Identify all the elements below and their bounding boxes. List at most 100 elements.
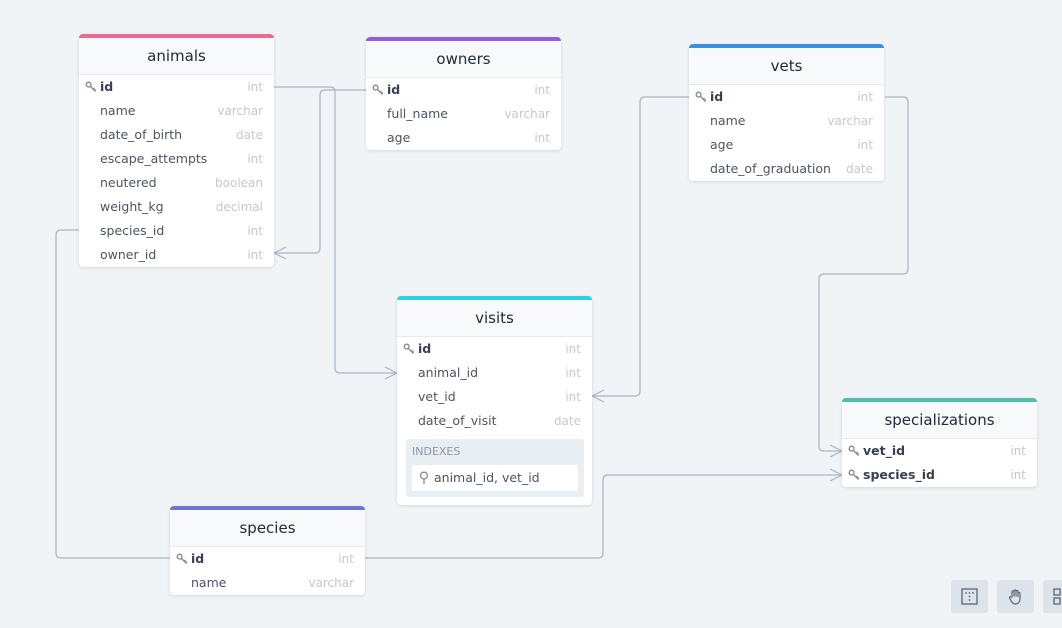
index-row[interactable]: animal_id, vet_id <box>412 465 578 491</box>
field-type: int <box>534 83 550 97</box>
field-name: neutered <box>100 175 157 190</box>
crowfoot-visits-vet <box>591 389 605 403</box>
table-field-animals-2[interactable]: date_of_birth date <box>79 123 274 147</box>
index-icon <box>419 471 429 484</box>
field-type: int <box>247 152 263 166</box>
fit-view-button[interactable] <box>951 580 988 613</box>
field-type: date <box>553 414 581 428</box>
table-field-owners-0[interactable]: id int <box>366 78 561 102</box>
table-field-vets-1[interactable]: name varchar <box>689 109 884 133</box>
field-type: int <box>338 552 354 566</box>
field-type: int <box>247 224 263 238</box>
table-field-animals-4[interactable]: neutered boolean <box>79 171 274 195</box>
table-color-bar <box>170 506 365 510</box>
table-field-specializations-1[interactable]: species_id int <box>842 463 1037 487</box>
table-header[interactable]: animals <box>79 38 274 75</box>
primary-key-icon <box>403 343 415 354</box>
field-name: id <box>710 89 724 104</box>
table-color-bar <box>397 296 592 300</box>
table-header[interactable]: species <box>170 510 365 547</box>
field-name: species_id <box>100 223 165 238</box>
table-field-animals-6[interactable]: species_id int <box>79 219 274 243</box>
crowfoot-visits-animal <box>384 366 398 380</box>
primary-key-icon <box>176 553 188 564</box>
crowfoot-specializations-species <box>829 468 843 482</box>
field-name: escape_attempts <box>100 151 208 166</box>
layout-button[interactable] <box>1043 580 1062 613</box>
table-species[interactable]: species id int name varchar <box>170 506 365 595</box>
crowfoot-specializations-vet <box>829 444 843 458</box>
table-field-visits-2[interactable]: vet_id int <box>397 385 592 409</box>
table-field-vets-2[interactable]: age int <box>689 133 884 157</box>
table-header[interactable]: specializations <box>842 402 1037 439</box>
field-type: int <box>857 138 873 152</box>
field-name: age <box>710 137 734 152</box>
table-field-species-1[interactable]: name varchar <box>170 571 365 595</box>
primary-key-icon <box>372 84 384 95</box>
field-name: name <box>710 113 746 128</box>
field-type: int <box>247 80 263 94</box>
field-name: vet_id <box>418 389 456 404</box>
table-field-visits-3[interactable]: date_of_visit date <box>397 409 592 433</box>
pan-hand-button[interactable] <box>997 580 1034 613</box>
field-type: varchar <box>217 104 263 118</box>
primary-key-icon <box>848 445 860 456</box>
field-name: full_name <box>387 106 448 121</box>
field-name: id <box>191 551 205 566</box>
table-header[interactable]: owners <box>366 41 561 78</box>
edge-vets-visits <box>592 96 689 397</box>
field-name: species_id <box>863 467 935 482</box>
edge-species-animals <box>55 229 170 559</box>
field-type: int <box>565 390 581 404</box>
field-type: boolean <box>215 176 263 190</box>
field-name: date_of_birth <box>100 127 183 142</box>
pan-hand-icon <box>1008 589 1021 605</box>
table-field-animals-7[interactable]: owner_id int <box>79 243 274 267</box>
field-type: int <box>857 90 873 104</box>
field-type: date <box>235 128 263 142</box>
table-field-animals-0[interactable]: id int <box>79 75 274 99</box>
field-name: animal_id <box>418 365 479 380</box>
field-type: date <box>845 162 873 176</box>
field-name: date_of_graduation <box>710 161 831 176</box>
field-name: name <box>191 575 227 590</box>
table-header[interactable]: vets <box>689 48 884 85</box>
table-color-bar <box>689 44 884 48</box>
field-name: vet_id <box>863 443 906 458</box>
field-name: owner_id <box>100 247 157 262</box>
field-type: int <box>1010 468 1026 482</box>
field-name: id <box>100 79 114 94</box>
field-name: id <box>418 341 432 356</box>
field-name: weight_kg <box>100 199 164 214</box>
table-field-animals-3[interactable]: escape_attempts int <box>79 147 274 171</box>
primary-key-icon <box>848 469 860 480</box>
table-field-animals-5[interactable]: weight_kg decimal <box>79 195 274 219</box>
field-type: decimal <box>215 200 263 214</box>
table-field-species-0[interactable]: id int <box>170 547 365 571</box>
field-type: int <box>534 131 550 145</box>
table-color-bar <box>79 34 274 38</box>
table-field-vets-3[interactable]: date_of_graduation date <box>689 157 884 181</box>
field-type: int <box>247 248 263 262</box>
fit-view-icon <box>961 588 978 605</box>
field-type: varchar <box>827 114 873 128</box>
field-name: name <box>100 103 136 118</box>
table-color-bar <box>366 37 561 41</box>
field-name: date_of_visit <box>418 413 497 428</box>
field-name: id <box>387 82 401 97</box>
table-vets[interactable]: vets id int name varchar age int date_of_gradua… <box>689 44 884 181</box>
table-field-vets-0[interactable]: id int <box>689 85 884 109</box>
field-type: varchar <box>308 576 354 590</box>
table-header[interactable]: visits <box>397 300 592 337</box>
table-field-animals-1[interactable]: name varchar <box>79 99 274 123</box>
